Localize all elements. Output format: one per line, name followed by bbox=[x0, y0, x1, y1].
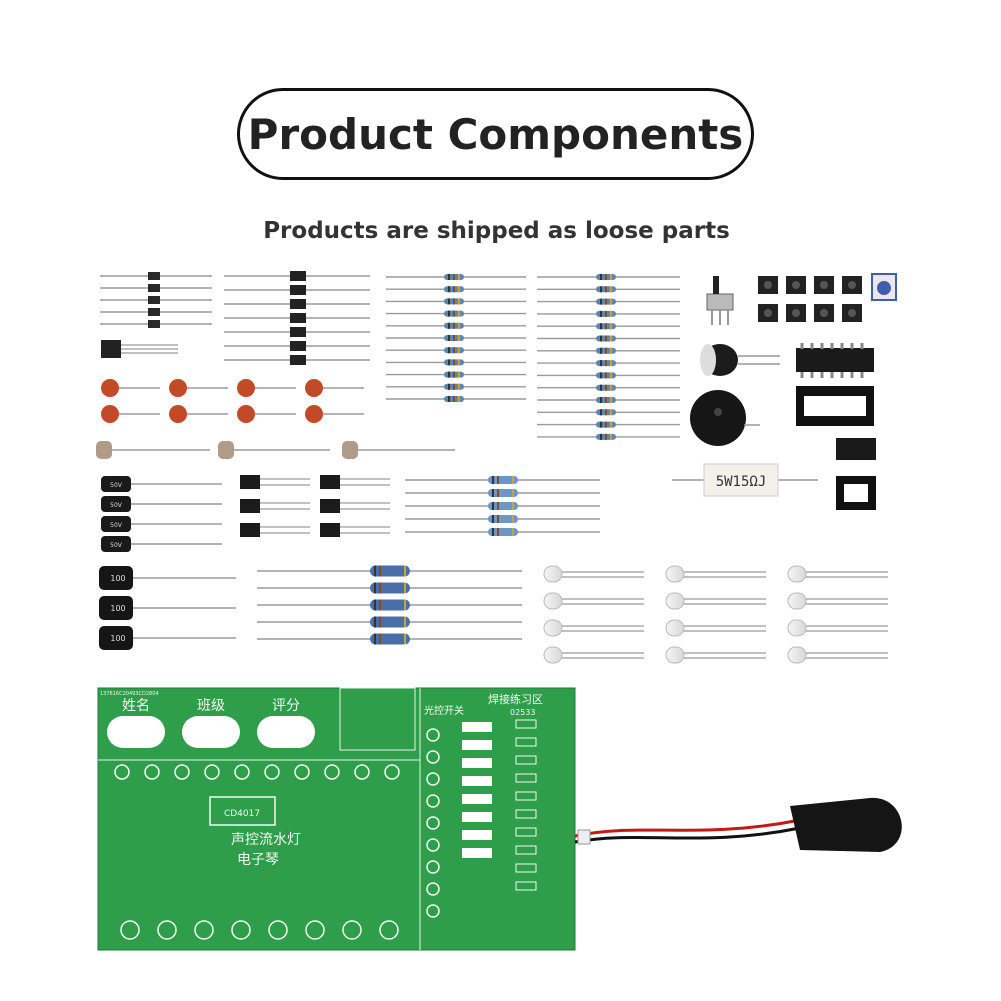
leds bbox=[543, 565, 888, 664]
svg-text:100: 100 bbox=[110, 634, 125, 643]
resistor bbox=[488, 502, 518, 510]
transistor bbox=[320, 499, 340, 513]
buzzer bbox=[690, 390, 760, 446]
ceramic-capacitor bbox=[101, 405, 119, 423]
cement-resistor-label: 5W15ΩJ bbox=[716, 474, 767, 490]
cement-resistor: 5W15ΩJ bbox=[672, 463, 818, 497]
ceramic-capacitor bbox=[169, 379, 187, 397]
transistor bbox=[240, 523, 260, 537]
ceramic-capacitor bbox=[169, 405, 187, 423]
ceramic-capacitor bbox=[237, 405, 255, 423]
ic-socket-16 bbox=[796, 386, 874, 426]
transistor-small bbox=[101, 340, 121, 358]
trimmer-pot bbox=[871, 273, 897, 301]
led bbox=[787, 565, 807, 583]
transistor bbox=[240, 475, 260, 489]
subtitle: Products are shipped as loose parts bbox=[263, 218, 730, 244]
pcb-label-name: 姓名 bbox=[122, 698, 150, 714]
pcb-pads bbox=[114, 719, 537, 940]
led bbox=[665, 592, 685, 610]
transistors bbox=[240, 475, 390, 537]
tactile-buttons bbox=[758, 276, 862, 322]
led bbox=[543, 646, 563, 664]
svg-text:100: 100 bbox=[110, 604, 125, 613]
ceramic-capacitor bbox=[101, 379, 119, 397]
ic-socket-8 bbox=[836, 476, 876, 510]
electrolytic-capacitor bbox=[101, 496, 131, 512]
pcb-label-class: 班级 bbox=[197, 698, 225, 714]
resistor bbox=[488, 489, 518, 497]
resistor bbox=[488, 515, 518, 523]
led bbox=[543, 592, 563, 610]
resistor bbox=[488, 476, 518, 484]
ic-chip-8 bbox=[836, 438, 876, 460]
resistors-large bbox=[257, 565, 522, 645]
resistors-column-b bbox=[537, 274, 680, 440]
svg-text:50V: 50V bbox=[110, 502, 123, 509]
led bbox=[787, 592, 807, 610]
electrolytic-capacitor bbox=[101, 476, 131, 492]
svg-text:50V: 50V bbox=[110, 522, 123, 529]
electrolytic-capacitor bbox=[101, 536, 131, 552]
resistors-column-a bbox=[386, 274, 526, 402]
led bbox=[787, 646, 807, 664]
microphone bbox=[700, 344, 780, 376]
ic-chip bbox=[796, 343, 874, 378]
pcb-light-switch: 光控开关 bbox=[424, 704, 464, 717]
pcb-board: 137616C20493CD2804 姓名 班级 评分 焊接练习区 02533 … bbox=[97, 687, 576, 951]
led bbox=[665, 565, 685, 583]
title-pill: Product Components bbox=[237, 88, 754, 180]
led bbox=[543, 565, 563, 583]
electrolytic-capacitor bbox=[101, 516, 131, 532]
electrolytic-caps-large: 100 100 100 bbox=[99, 566, 236, 650]
photoresistors bbox=[96, 441, 455, 459]
ceramic-capacitors bbox=[101, 379, 364, 423]
electrolytic-capacitor-large bbox=[99, 566, 133, 590]
resistors-blue bbox=[405, 476, 600, 536]
ceramic-capacitor bbox=[305, 379, 323, 397]
pcb-left-subtitle: 电子琴 bbox=[237, 852, 279, 868]
electrolytic-capacitor-large bbox=[99, 626, 133, 650]
pcb-code: 02533 bbox=[510, 708, 535, 717]
transistor bbox=[240, 499, 260, 513]
pcb-left-title: 声控流水灯 bbox=[231, 832, 301, 848]
led bbox=[787, 619, 807, 637]
led bbox=[665, 646, 685, 664]
pcb-code-top: 137616C20493CD2804 bbox=[100, 691, 159, 697]
pcb-right-title: 焊接练习区 bbox=[488, 692, 543, 706]
transistor bbox=[320, 523, 340, 537]
resistor bbox=[488, 528, 518, 536]
ceramic-capacitor bbox=[237, 379, 255, 397]
transistor bbox=[320, 475, 340, 489]
electrolytic-capacitor-large bbox=[99, 596, 133, 620]
led bbox=[543, 619, 563, 637]
electrolytic-caps-small: 50V 50V 50V 50V bbox=[101, 476, 222, 552]
ceramic-capacitor bbox=[305, 405, 323, 423]
svg-text:50V: 50V bbox=[110, 542, 123, 549]
slide-switch bbox=[706, 276, 734, 325]
battery-holder bbox=[574, 797, 902, 852]
svg-text:50V: 50V bbox=[110, 482, 123, 489]
svg-text:100: 100 bbox=[110, 574, 125, 583]
led bbox=[665, 619, 685, 637]
pcb-ic-label: CD4017 bbox=[224, 809, 260, 819]
pcb-label-score: 评分 bbox=[272, 698, 300, 714]
